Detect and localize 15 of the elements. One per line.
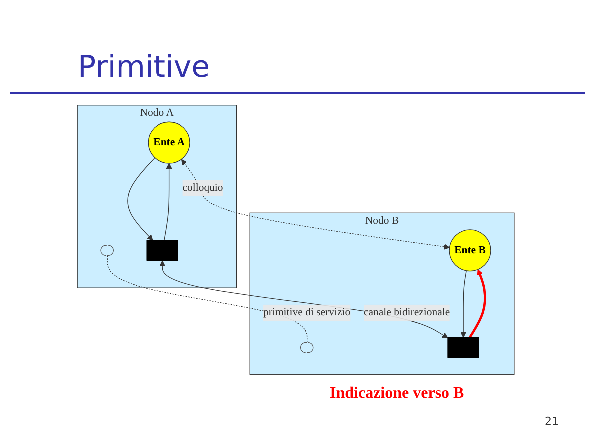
edge-label: primitive di servizio xyxy=(264,306,351,318)
edge-label: canale bidirezionale xyxy=(364,306,450,318)
arrow xyxy=(160,260,448,339)
page-number: 21 xyxy=(545,415,559,428)
connector xyxy=(107,256,308,344)
arrow xyxy=(182,159,450,250)
arrow xyxy=(128,158,156,241)
edge-label: colloquio xyxy=(182,182,224,194)
caption: Indicazione verso B xyxy=(330,385,464,403)
arrow xyxy=(460,270,467,338)
slide-title: Primitive xyxy=(78,50,210,85)
node-circle: Ente A xyxy=(148,122,190,164)
arrow xyxy=(164,163,172,241)
arrow xyxy=(468,270,486,338)
node-circle: Ente B xyxy=(449,230,492,272)
